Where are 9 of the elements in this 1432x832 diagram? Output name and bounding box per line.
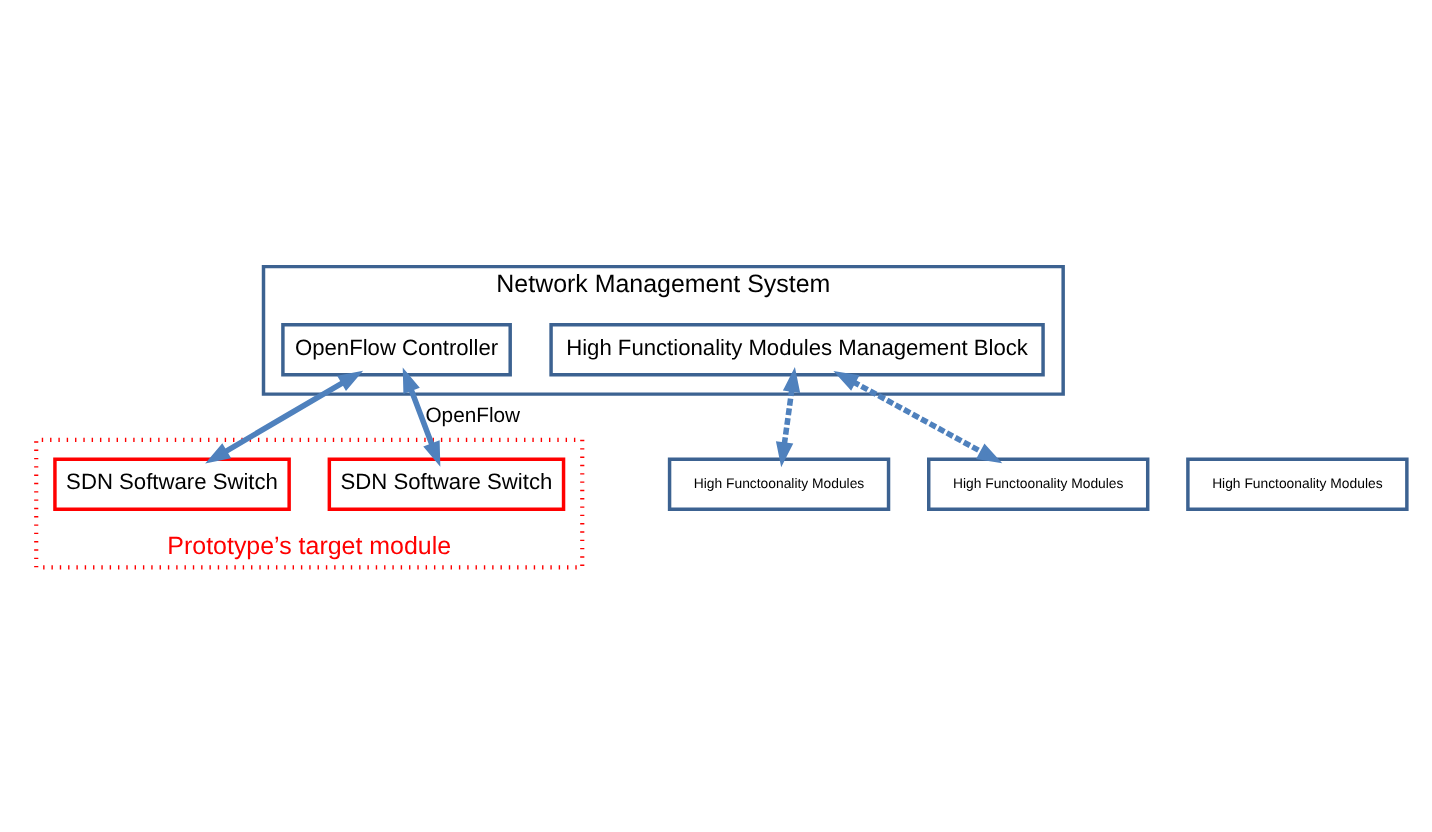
node-box: OpenFlow Controller (281, 322, 512, 376)
arrow (833, 370, 1003, 463)
arrow (205, 369, 364, 463)
arrow (775, 366, 801, 467)
arrow (402, 366, 441, 466)
edge-label: OpenFlow (425, 404, 521, 427)
node-box: SDN Software Switch (53, 456, 291, 510)
node-box: High Functionality Modules Management Block (549, 322, 1045, 376)
node-box: SDN Software Switch (327, 456, 566, 510)
